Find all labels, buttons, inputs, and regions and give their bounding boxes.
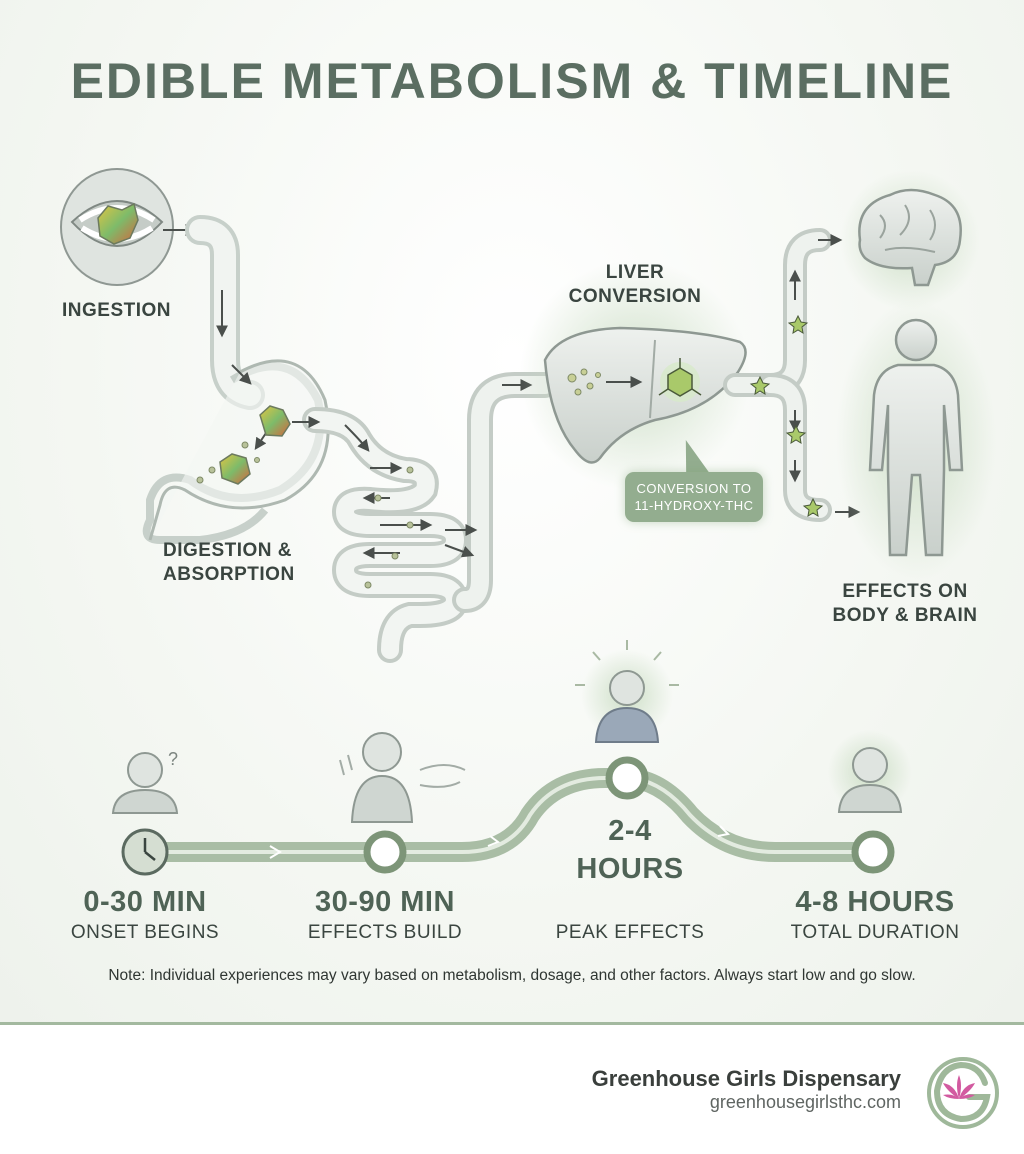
body-icon: [868, 318, 964, 557]
digestion-label-line1: DIGESTION &: [163, 540, 293, 561]
stage-onset-label: ONSET BEGINS: [70, 922, 220, 943]
effects-label-line2: BODY & BRAIN: [832, 605, 978, 626]
brand-name: Greenhouse Girls Dispensary: [591, 1066, 901, 1091]
digestion-label: DIGESTION & ABSORPTION: [163, 539, 295, 587]
timeline-clock-icon: [121, 828, 169, 876]
footer: [0, 1025, 1024, 1154]
liver-label-line2: CONVERSION: [568, 286, 702, 307]
ingestion-label: INGESTION: [62, 300, 172, 321]
conversion-callout: CONVERSION TO 11-HYDROXY-THC: [625, 472, 763, 522]
gummy-icon: [219, 405, 291, 485]
liver-label: LIVER CONVERSION: [560, 261, 710, 309]
brand-logo: [927, 1057, 999, 1129]
brain-icon: [858, 188, 962, 287]
liver-icon: [543, 326, 747, 464]
stage-peak-label: PEAK EFFECTS: [555, 922, 705, 943]
disclaimer-note: Note: Individual experiences may vary ba…: [108, 967, 916, 984]
liver-label-line1: LIVER: [605, 262, 665, 283]
stage-onset-value: 0-30 MIN: [83, 886, 207, 918]
timeline-marker: [363, 756, 895, 874]
brand-url[interactable]: greenhousegirlsthc.com: [709, 1092, 901, 1112]
stage-duration-label: TOTAL DURATION: [790, 922, 960, 943]
page-title: EDIBLE METABOLISM & TIMELINE: [70, 53, 954, 109]
callout-line1: CONVERSION TO: [636, 481, 752, 496]
person-feeling-icon: [339, 732, 466, 823]
stage-build-label: EFFECTS BUILD: [307, 922, 463, 943]
bloodstream-vessel: [723, 228, 832, 522]
person-calm-icon: [828, 730, 912, 814]
timeline-track: [138, 768, 882, 862]
digestive-tract: [142, 215, 558, 663]
person-confused-icon: ?: [111, 749, 179, 814]
effects-label: EFFECTS ON BODY & BRAIN: [825, 580, 985, 628]
gummy-icon: [97, 202, 139, 245]
stage-peak-value: 2-4 HOURS: [525, 812, 735, 888]
molecule-icon: [658, 358, 702, 402]
effects-label-line1: EFFECTS ON: [842, 581, 968, 602]
footer-divider: [0, 1022, 1024, 1025]
stage-peak-value-line1: 2-4: [608, 815, 652, 847]
stage-peak-value-line2: HOURS: [576, 853, 684, 885]
person-peak-icon: [575, 640, 679, 743]
stage-duration-value: 4-8 HOURS: [795, 886, 955, 918]
svg-text:?: ?: [168, 749, 178, 769]
callout-line2: 11-HYDROXY-THC: [634, 498, 754, 513]
stage-build-value: 30-90 MIN: [315, 886, 455, 918]
digestion-label-line2: ABSORPTION: [163, 564, 295, 585]
